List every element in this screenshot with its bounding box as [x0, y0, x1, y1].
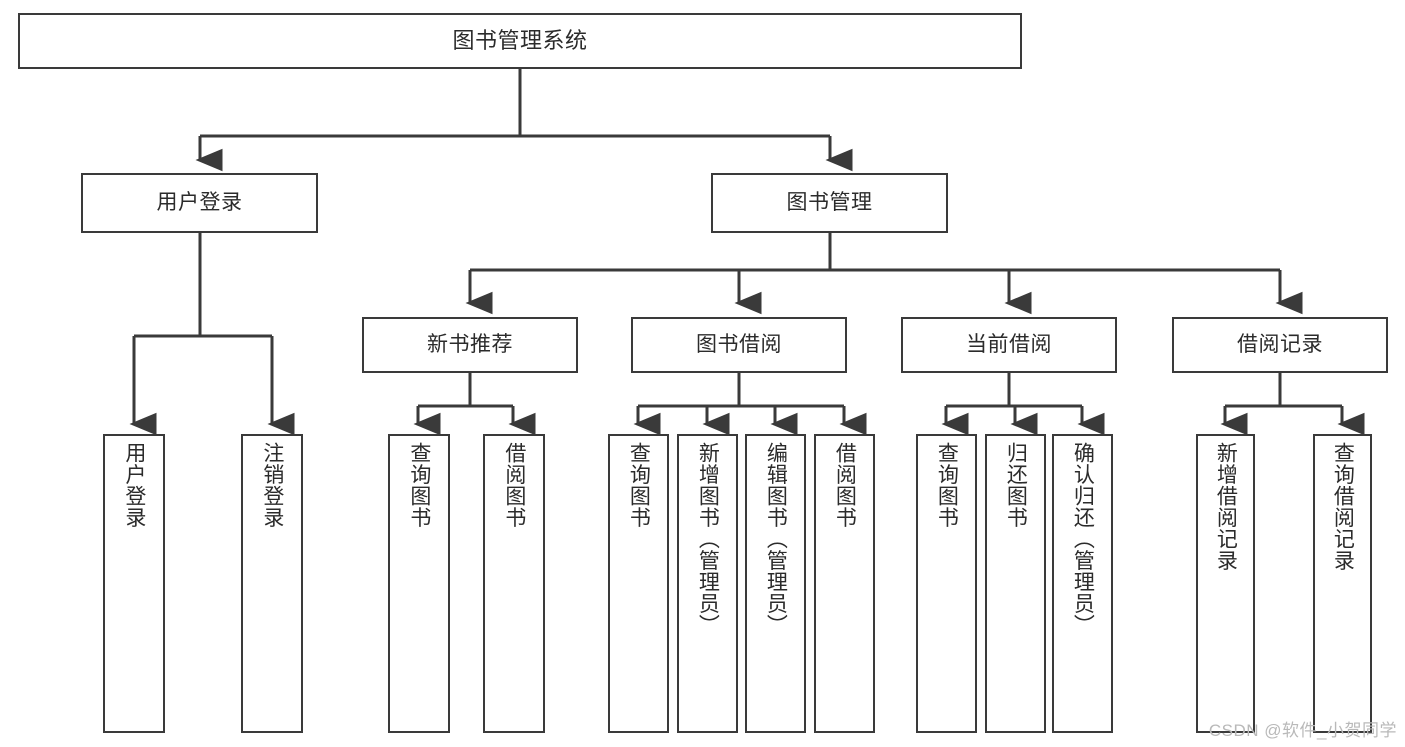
leaf-current-borrow-return-book[interactable]: 归还图书 — [985, 434, 1046, 733]
node-label: 新书推荐 — [427, 332, 513, 356]
leaf-new-book-borrow-book[interactable]: 借阅图书 — [483, 434, 545, 733]
csdn-watermark: CSDN @软件_小贺同学 — [1208, 721, 1397, 740]
node-label: 当前借阅 — [966, 332, 1052, 356]
node-new-book-recommend[interactable]: 新书推荐 — [362, 317, 578, 373]
leaf-current-borrow-query-book[interactable]: 查询图书 — [916, 434, 977, 733]
node-label: 查询图书 — [407, 442, 431, 528]
node-label: 归还图书 — [1004, 442, 1028, 528]
node-borrow-record[interactable]: 借阅记录 — [1172, 317, 1388, 373]
node-label: 注销登录 — [260, 442, 284, 528]
node-label: 图书管理 — [786, 190, 873, 214]
leaf-new-book-query-book[interactable]: 查询图书 — [388, 434, 450, 733]
leaf-book-borrow-query-book[interactable]: 查询图书 — [608, 434, 669, 733]
node-label: 查询图书 — [935, 442, 959, 528]
node-label: 编辑图书（管理员） — [764, 442, 788, 636]
node-label: 新增图书（管理员） — [696, 442, 720, 636]
leaf-book-borrow-borrow-book[interactable]: 借阅图书 — [814, 434, 875, 733]
node-root-book-management-system[interactable]: 图书管理系统 — [18, 13, 1022, 69]
node-label: 用户登录 — [156, 190, 243, 214]
node-label: 新增借阅记录 — [1214, 442, 1238, 571]
node-label: 查询借阅记录 — [1331, 442, 1355, 571]
leaf-book-borrow-edit-book[interactable]: 编辑图书（管理员） — [745, 434, 806, 733]
node-label: 查询图书 — [627, 442, 651, 528]
node-label: 图书管理系统 — [452, 28, 588, 54]
node-current-borrow[interactable]: 当前借阅 — [901, 317, 1117, 373]
node-label: 图书借阅 — [696, 332, 782, 356]
leaf-borrow-record-add-record[interactable]: 新增借阅记录 — [1196, 434, 1255, 733]
leaf-user-login-login[interactable]: 用户登录 — [103, 434, 165, 733]
node-label: 借阅图书 — [833, 442, 857, 528]
node-label: 用户登录 — [122, 442, 146, 528]
leaf-book-borrow-add-book[interactable]: 新增图书（管理员） — [677, 434, 738, 733]
node-book-borrow[interactable]: 图书借阅 — [631, 317, 847, 373]
node-label: 确认归还（管理员） — [1071, 442, 1095, 636]
leaf-borrow-record-query-record[interactable]: 查询借阅记录 — [1313, 434, 1372, 733]
node-user-login[interactable]: 用户登录 — [81, 173, 318, 233]
node-book-management[interactable]: 图书管理 — [711, 173, 948, 233]
node-label: 借阅图书 — [502, 442, 526, 528]
leaf-current-borrow-confirm-return[interactable]: 确认归还（管理员） — [1052, 434, 1113, 733]
node-label: 借阅记录 — [1237, 332, 1323, 356]
leaf-user-login-logout[interactable]: 注销登录 — [241, 434, 303, 733]
